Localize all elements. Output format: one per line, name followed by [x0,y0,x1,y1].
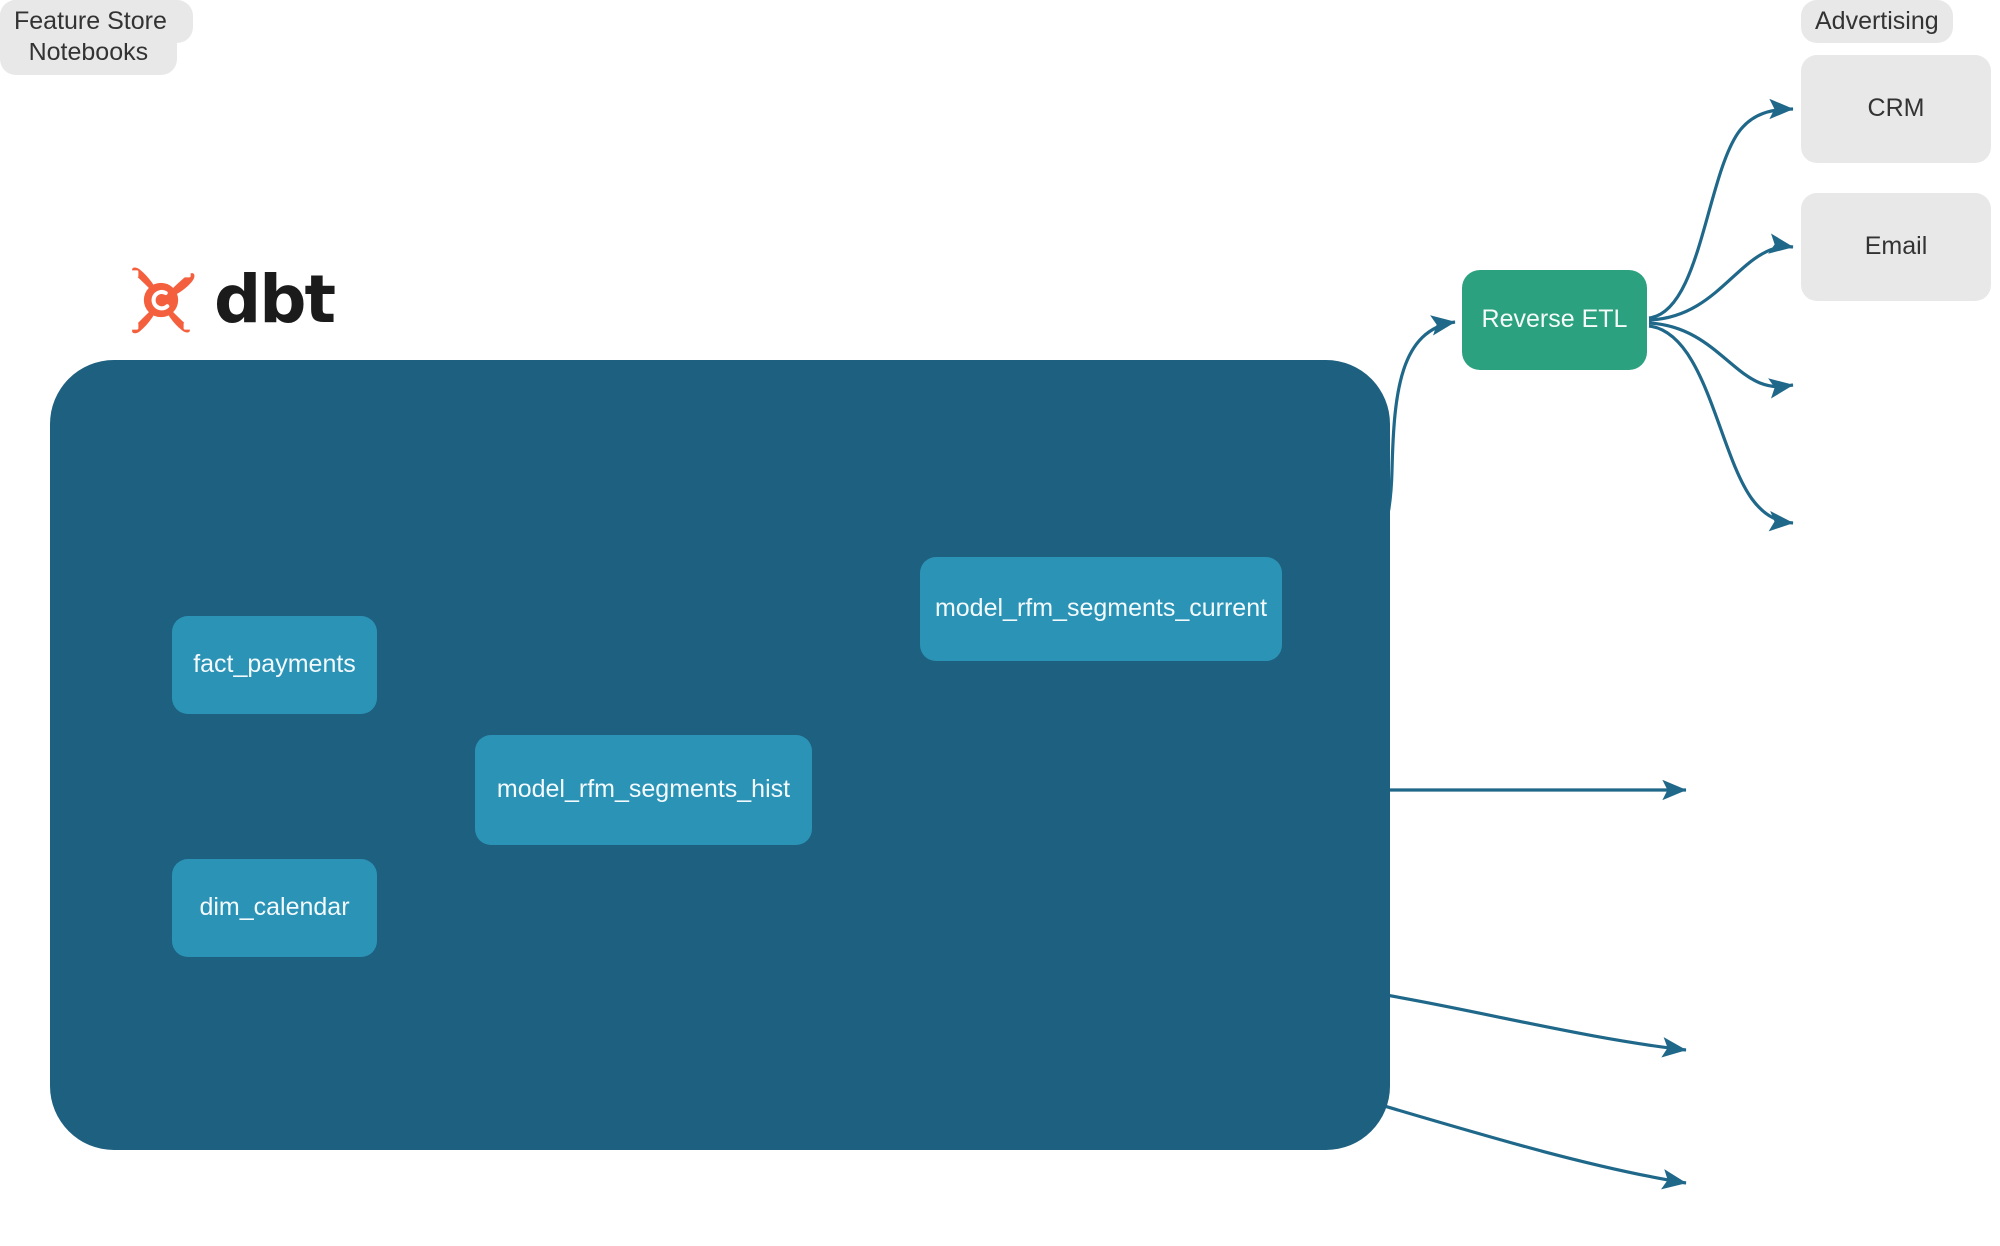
edge-reverse-etl-to-sms-push [1648,324,1794,532]
model-node-rfm-segments-current[interactable]: model_rfm_segments_current [920,557,1282,661]
destination-node-crm[interactable]: CRM [1801,55,1991,163]
edge-to-ds-notebooks [1344,986,1687,1058]
node-label: Reverse ETL [1481,305,1628,334]
node-label: CRM [1867,94,1925,123]
destination-node-advertising[interactable]: Advertising [1801,0,1953,44]
node-label: fact_payments [193,650,356,679]
node-label: Feature Store [14,7,167,35]
node-label: model_rfm_segments_current [934,594,1268,623]
reverse-etl-node[interactable]: Reverse ETL [1462,270,1647,370]
model-node-fact-payments[interactable]: fact_payments [172,616,377,714]
edge-reverse-etl-to-crm [1648,98,1794,320]
model-node-rfm-segments-hist[interactable]: model_rfm_segments_hist [475,735,812,845]
node-label: model_rfm_segments_hist [496,775,791,804]
dbt-logo-icon [131,267,195,334]
destination-node-email[interactable]: Email [1801,193,1991,301]
node-label: Email [1864,232,1928,261]
dbt-wordmark: dbt [214,261,336,338]
edge-reverse-etl-to-advertising [1648,321,1794,399]
node-label: Advertising [1815,7,1939,35]
dbt-logo: dbt [122,258,336,342]
reverse-etl-fanout-edges [1648,98,1794,532]
node-label: dim_calendar [199,893,350,922]
destination-node-feature-store[interactable]: Feature Store [0,0,181,44]
model-node-dim-calendar[interactable]: dim_calendar [172,859,377,957]
edge-reverse-etl-to-email [1648,233,1794,322]
